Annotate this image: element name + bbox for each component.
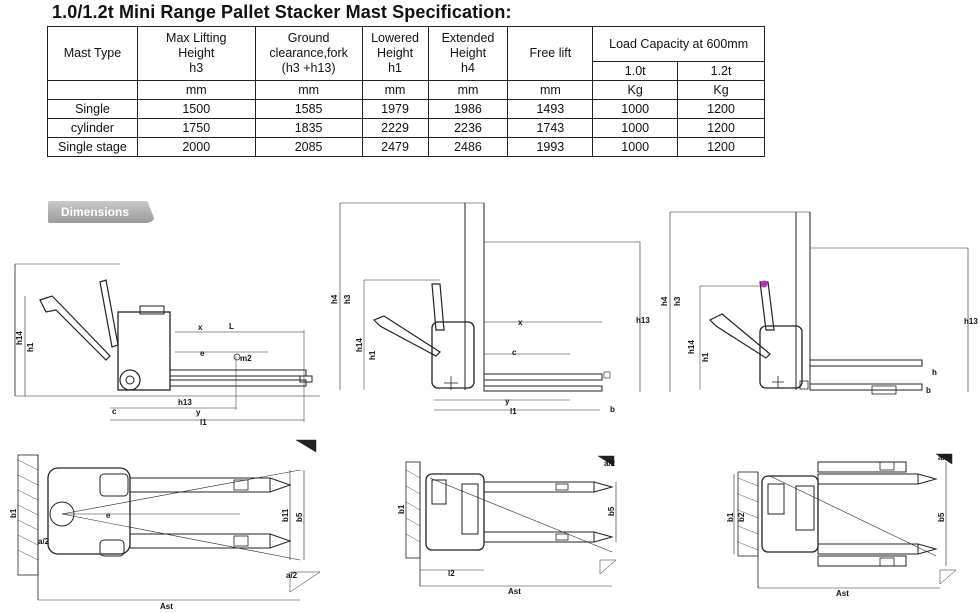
dim-label: a/2 <box>604 459 616 468</box>
dimensions-badge: Dimensions <box>48 201 156 223</box>
table-header-subrow: 1.0t 1.2t <box>48 61 765 81</box>
side-view-3 <box>669 211 969 395</box>
dim-label: b5 <box>607 506 616 516</box>
dim-label: h3 <box>343 294 352 304</box>
dim-label: b <box>610 405 615 414</box>
header-load-capacity: Load Capacity at 600mm <box>592 26 765 62</box>
side-view-3-labels: h4 h3 h14 h1 h13 h b <box>660 296 978 395</box>
table-cell: 1200 <box>677 99 765 119</box>
page-title: 1.0/1.2t Mini Range Pallet Stacker Mast … <box>52 2 512 22</box>
dim-label: h1 <box>701 352 710 362</box>
side-view-1-labels: L x e m2 y l1 c h13 h14 h1 <box>15 322 252 427</box>
top-view-2 <box>405 455 617 587</box>
top-view-3-labels: b1 b2 b5 Ast a/2 <box>726 453 950 598</box>
dim-label: h14 <box>687 340 696 354</box>
header-capacity-1-2t: 1.2t <box>677 61 765 81</box>
dim-label: x <box>198 323 203 332</box>
dim-label: l1 <box>510 407 517 416</box>
dim-label: h1 <box>26 342 35 352</box>
table-cell: 2486 <box>427 137 509 157</box>
dim-label: b1 <box>397 504 406 514</box>
side-view-1 <box>14 263 320 422</box>
dim-label: e <box>200 349 205 358</box>
dim-label: b1 <box>9 508 18 518</box>
dim-label: h3 <box>673 296 682 306</box>
side-view-2-labels: h4 h3 h14 h1 x c y l1 h13 b <box>330 294 650 416</box>
table-cell: 1493 <box>507 99 594 119</box>
dim-label: l1 <box>200 418 207 427</box>
side-view-2 <box>339 202 641 411</box>
dim-label: b1 <box>726 512 735 522</box>
table-cell: 2479 <box>361 137 429 157</box>
dim-label: h14 <box>15 331 24 345</box>
dim-label: m2 <box>240 354 252 363</box>
dim-label: h4 <box>330 294 339 304</box>
dim-label: h13 <box>178 398 192 407</box>
dim-label: e <box>106 511 111 520</box>
top-view-2-labels: b1 b5 l2 Ast a/2 <box>397 459 616 596</box>
dim-label: h13 <box>964 317 978 326</box>
table-cell: 1979 <box>361 99 429 119</box>
dim-label: b2 <box>737 512 746 522</box>
dim-label: L <box>229 322 234 331</box>
table-cell: 1993 <box>507 137 594 157</box>
table-row: Single stage 2000 2085 2479 2486 1993 10… <box>47 137 765 157</box>
top-view-3 <box>733 453 957 589</box>
dim-label: h13 <box>636 316 650 325</box>
header-capacity-1-0t: 1.0t <box>592 61 679 81</box>
dim-label: c <box>512 348 517 357</box>
header-free-lift: Free lift <box>507 26 594 81</box>
mast-type-cell: Single stage <box>47 137 138 157</box>
dim-label: h1 <box>368 350 377 360</box>
table-row: cylinder 1750 1835 2229 2236 1743 1000 1… <box>47 118 765 138</box>
dim-label: h14 <box>355 338 364 352</box>
dim-label: a/2 <box>38 537 50 546</box>
table-row: Single 1500 1585 1979 1986 1493 1000 120… <box>47 99 765 119</box>
table-cell: 1200 <box>677 137 765 157</box>
top-view-1-labels: b1 b11 b5 e a/2 a/2 Ast <box>9 508 304 611</box>
dim-label: l2 <box>448 569 455 578</box>
dim-label: Ast <box>160 602 173 611</box>
dim-label: y <box>196 408 201 417</box>
dim-label: b <box>926 386 931 395</box>
top-view-1 <box>17 439 321 601</box>
unit-cell: mm <box>361 80 429 100</box>
dim-label: Ast <box>508 587 521 596</box>
dim-label: c <box>112 407 117 416</box>
dim-label: b5 <box>295 512 304 522</box>
header-mast-type: Mast Type <box>47 26 138 81</box>
table-cell: 2236 <box>427 118 509 138</box>
dim-label: b5 <box>937 512 946 522</box>
dim-label: b11 <box>281 508 290 522</box>
dim-label: h4 <box>660 296 669 306</box>
dim-label: h <box>932 368 937 377</box>
table-cell: 2000 <box>136 137 256 157</box>
dim-label: a/2 <box>938 453 950 462</box>
dim-label: a/2 <box>286 571 298 580</box>
dim-label: x <box>518 318 523 327</box>
dim-label: Ast <box>836 589 849 598</box>
dim-label: y <box>505 397 510 406</box>
